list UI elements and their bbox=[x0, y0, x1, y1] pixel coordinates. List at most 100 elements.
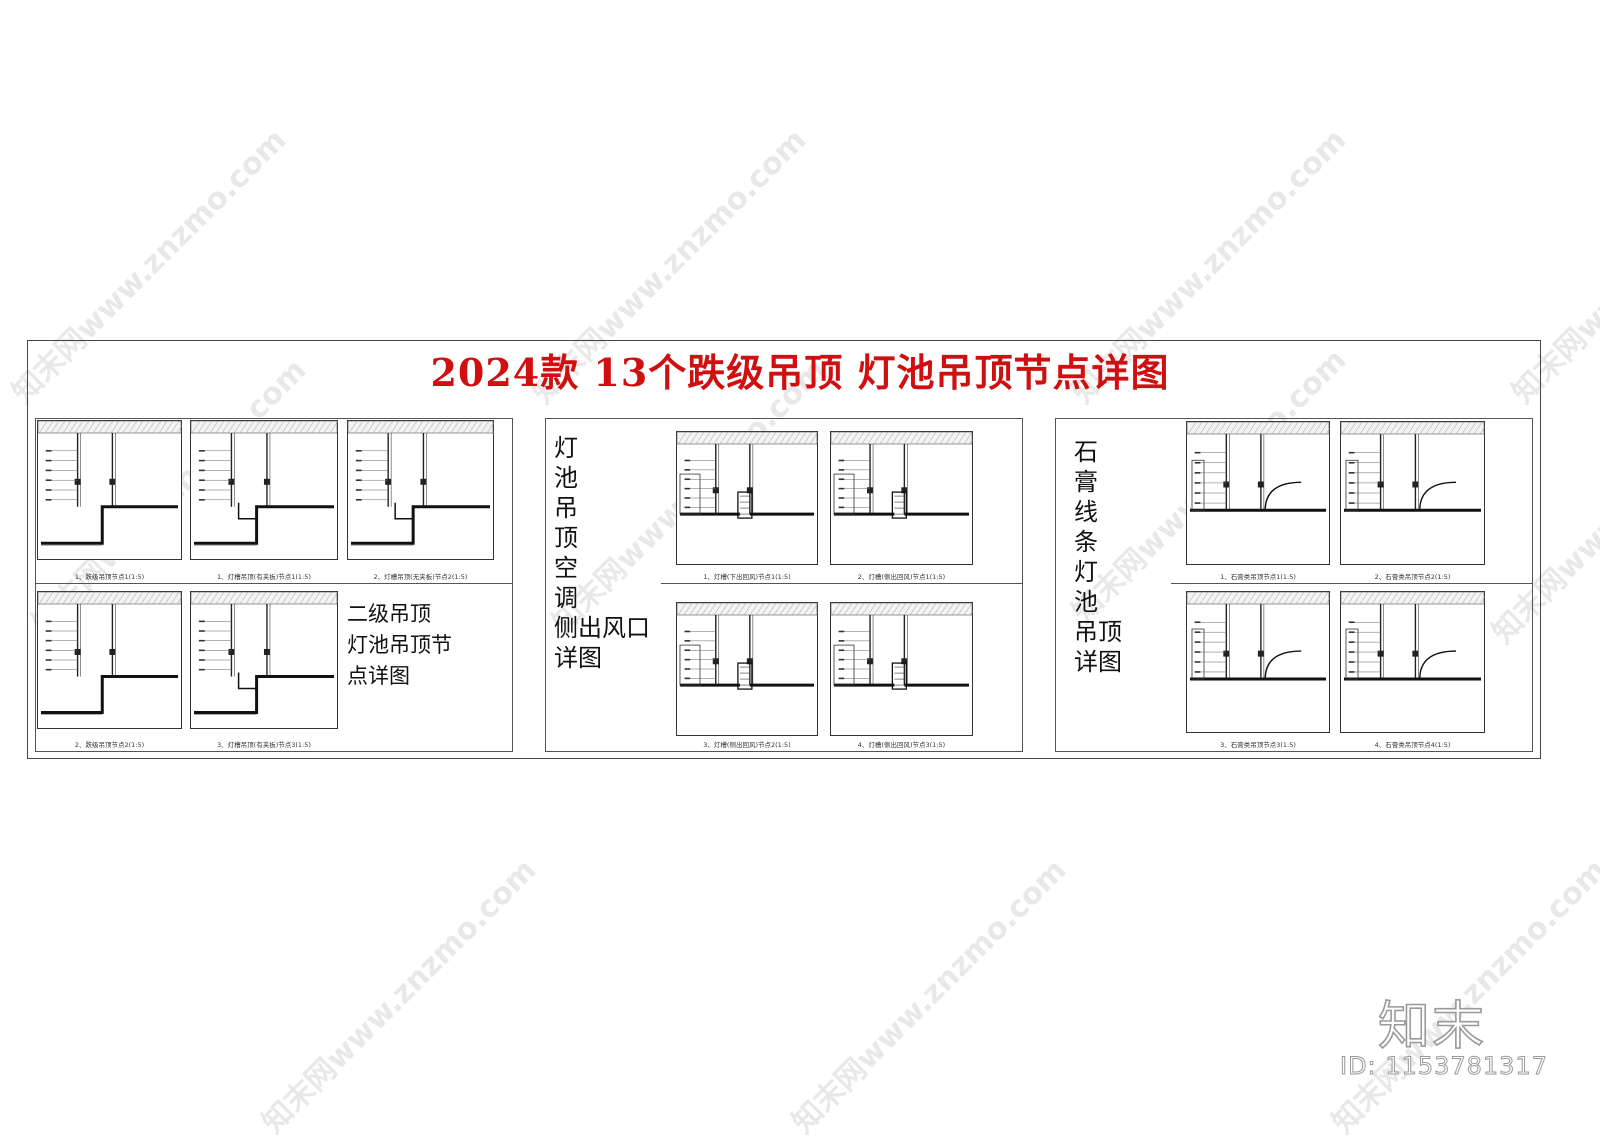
slab-hatch bbox=[849, 431, 859, 445]
slab-hatch bbox=[438, 420, 448, 434]
slab-hatch bbox=[281, 420, 291, 434]
slab-hatch bbox=[683, 431, 693, 445]
group-label-line: 顶 bbox=[554, 524, 578, 552]
slab-hatch bbox=[176, 596, 182, 605]
slab-hatch bbox=[1413, 421, 1423, 435]
slab-hatch bbox=[713, 602, 723, 616]
slab-hatch bbox=[1401, 591, 1411, 605]
slab-hatch bbox=[68, 420, 78, 434]
slab-hatch bbox=[1395, 421, 1405, 435]
slab-hatch bbox=[1265, 591, 1275, 605]
slab-hatch bbox=[897, 431, 907, 445]
slab-hatch bbox=[809, 431, 818, 445]
slab-hatch bbox=[116, 591, 126, 605]
slab-hatch bbox=[885, 602, 895, 616]
slab-hatch bbox=[110, 591, 120, 605]
slab-hatch bbox=[779, 602, 789, 616]
light-trough bbox=[237, 502, 257, 520]
slab-hatch bbox=[1193, 591, 1203, 605]
slab-hatch bbox=[761, 431, 771, 445]
slab-hatch bbox=[227, 420, 237, 434]
hanger-clip bbox=[1377, 650, 1384, 657]
group-label-line: 池 bbox=[1074, 588, 1098, 616]
slab-hatch bbox=[257, 591, 267, 605]
slab-hatch bbox=[122, 420, 132, 434]
slab-hatch bbox=[785, 431, 795, 445]
slab-hatch bbox=[474, 420, 484, 434]
detail-drawing bbox=[190, 420, 338, 560]
detail-drawing bbox=[347, 420, 494, 560]
slab-hatch bbox=[1277, 421, 1287, 435]
slab-hatch bbox=[164, 591, 174, 605]
slab-hatch bbox=[239, 591, 249, 605]
detail-caption: 3、石膏类吊顶节点3(1:5) bbox=[1220, 741, 1296, 749]
slab-hatch bbox=[1271, 591, 1281, 605]
section-drawing bbox=[1340, 591, 1485, 733]
slab-hatch bbox=[408, 420, 418, 434]
slab-hatch bbox=[1437, 591, 1447, 605]
slab-hatch bbox=[191, 420, 201, 434]
slab-hatch bbox=[209, 591, 219, 605]
slab-hatch bbox=[354, 420, 364, 434]
slab-hatch bbox=[969, 610, 973, 616]
slab-hatch bbox=[1473, 591, 1483, 605]
hanger-clip bbox=[1223, 650, 1230, 657]
slab-hatch bbox=[909, 431, 919, 445]
slab-hatch bbox=[1419, 421, 1429, 435]
slab-hatch bbox=[1283, 421, 1293, 435]
slab-hatch bbox=[837, 431, 847, 445]
wall-section bbox=[1345, 459, 1359, 511]
group-label: 灯 池 吊 顶 空 调 侧出风口 详图 bbox=[554, 433, 650, 673]
slab-hatch bbox=[98, 420, 108, 434]
slab-hatch bbox=[1455, 591, 1465, 605]
hanger-clip bbox=[228, 478, 235, 485]
watermark-text: 知末网www.znzmo.com bbox=[255, 852, 544, 1141]
detail-caption: 1、石膏类吊顶节点1(1:5) bbox=[1220, 573, 1296, 581]
caption-divider bbox=[36, 583, 512, 584]
slab-hatch bbox=[951, 602, 961, 616]
wall-section bbox=[1191, 628, 1205, 680]
slab-hatch bbox=[831, 431, 841, 445]
section-drawing bbox=[37, 591, 182, 729]
gypsum-molding bbox=[1264, 650, 1302, 680]
light-trough bbox=[237, 672, 257, 690]
wall-section bbox=[679, 644, 701, 686]
slab-hatch bbox=[921, 602, 931, 616]
slab-hatch bbox=[815, 440, 818, 445]
slab-hatch bbox=[146, 591, 156, 605]
slab-hatch bbox=[158, 591, 168, 605]
hanger-clip bbox=[385, 478, 392, 485]
slab-hatch bbox=[1319, 591, 1329, 605]
slab-hatch bbox=[1217, 421, 1227, 435]
slab-hatch bbox=[1407, 421, 1417, 435]
slab-hatch bbox=[1313, 421, 1323, 435]
slab-hatch bbox=[152, 420, 162, 434]
hanger-clip bbox=[1223, 481, 1230, 488]
slab-hatch bbox=[1289, 591, 1299, 605]
slab-hatch bbox=[335, 600, 338, 605]
detail-caption: 2、灯槽(侧出回风)节点1(1:5) bbox=[857, 573, 946, 581]
slab-hatch bbox=[203, 591, 213, 605]
slab-hatch bbox=[80, 420, 90, 434]
air-vent bbox=[737, 491, 753, 519]
slab-hatch bbox=[1359, 421, 1369, 435]
group-label-line: 详图 bbox=[1074, 648, 1122, 676]
slab-hatch bbox=[86, 420, 96, 434]
slab-hatch bbox=[1271, 421, 1281, 435]
slab-hatch bbox=[725, 431, 735, 445]
slab-hatch bbox=[1205, 421, 1215, 435]
air-vent bbox=[891, 491, 907, 519]
slab-hatch bbox=[1253, 421, 1263, 435]
detail-drawing bbox=[190, 591, 338, 729]
section-drawing bbox=[830, 431, 973, 565]
slab-hatch bbox=[1389, 421, 1399, 435]
slab-hatch bbox=[1377, 421, 1387, 435]
slab-hatch bbox=[221, 420, 231, 434]
slab-hatch bbox=[450, 420, 460, 434]
slab-hatch bbox=[695, 602, 705, 616]
slab-hatch bbox=[707, 602, 717, 616]
slab-hatch bbox=[1359, 591, 1369, 605]
slab-hatch bbox=[957, 602, 967, 616]
group-label-line: 灯 bbox=[554, 434, 578, 462]
gypsum-molding bbox=[1419, 481, 1457, 511]
